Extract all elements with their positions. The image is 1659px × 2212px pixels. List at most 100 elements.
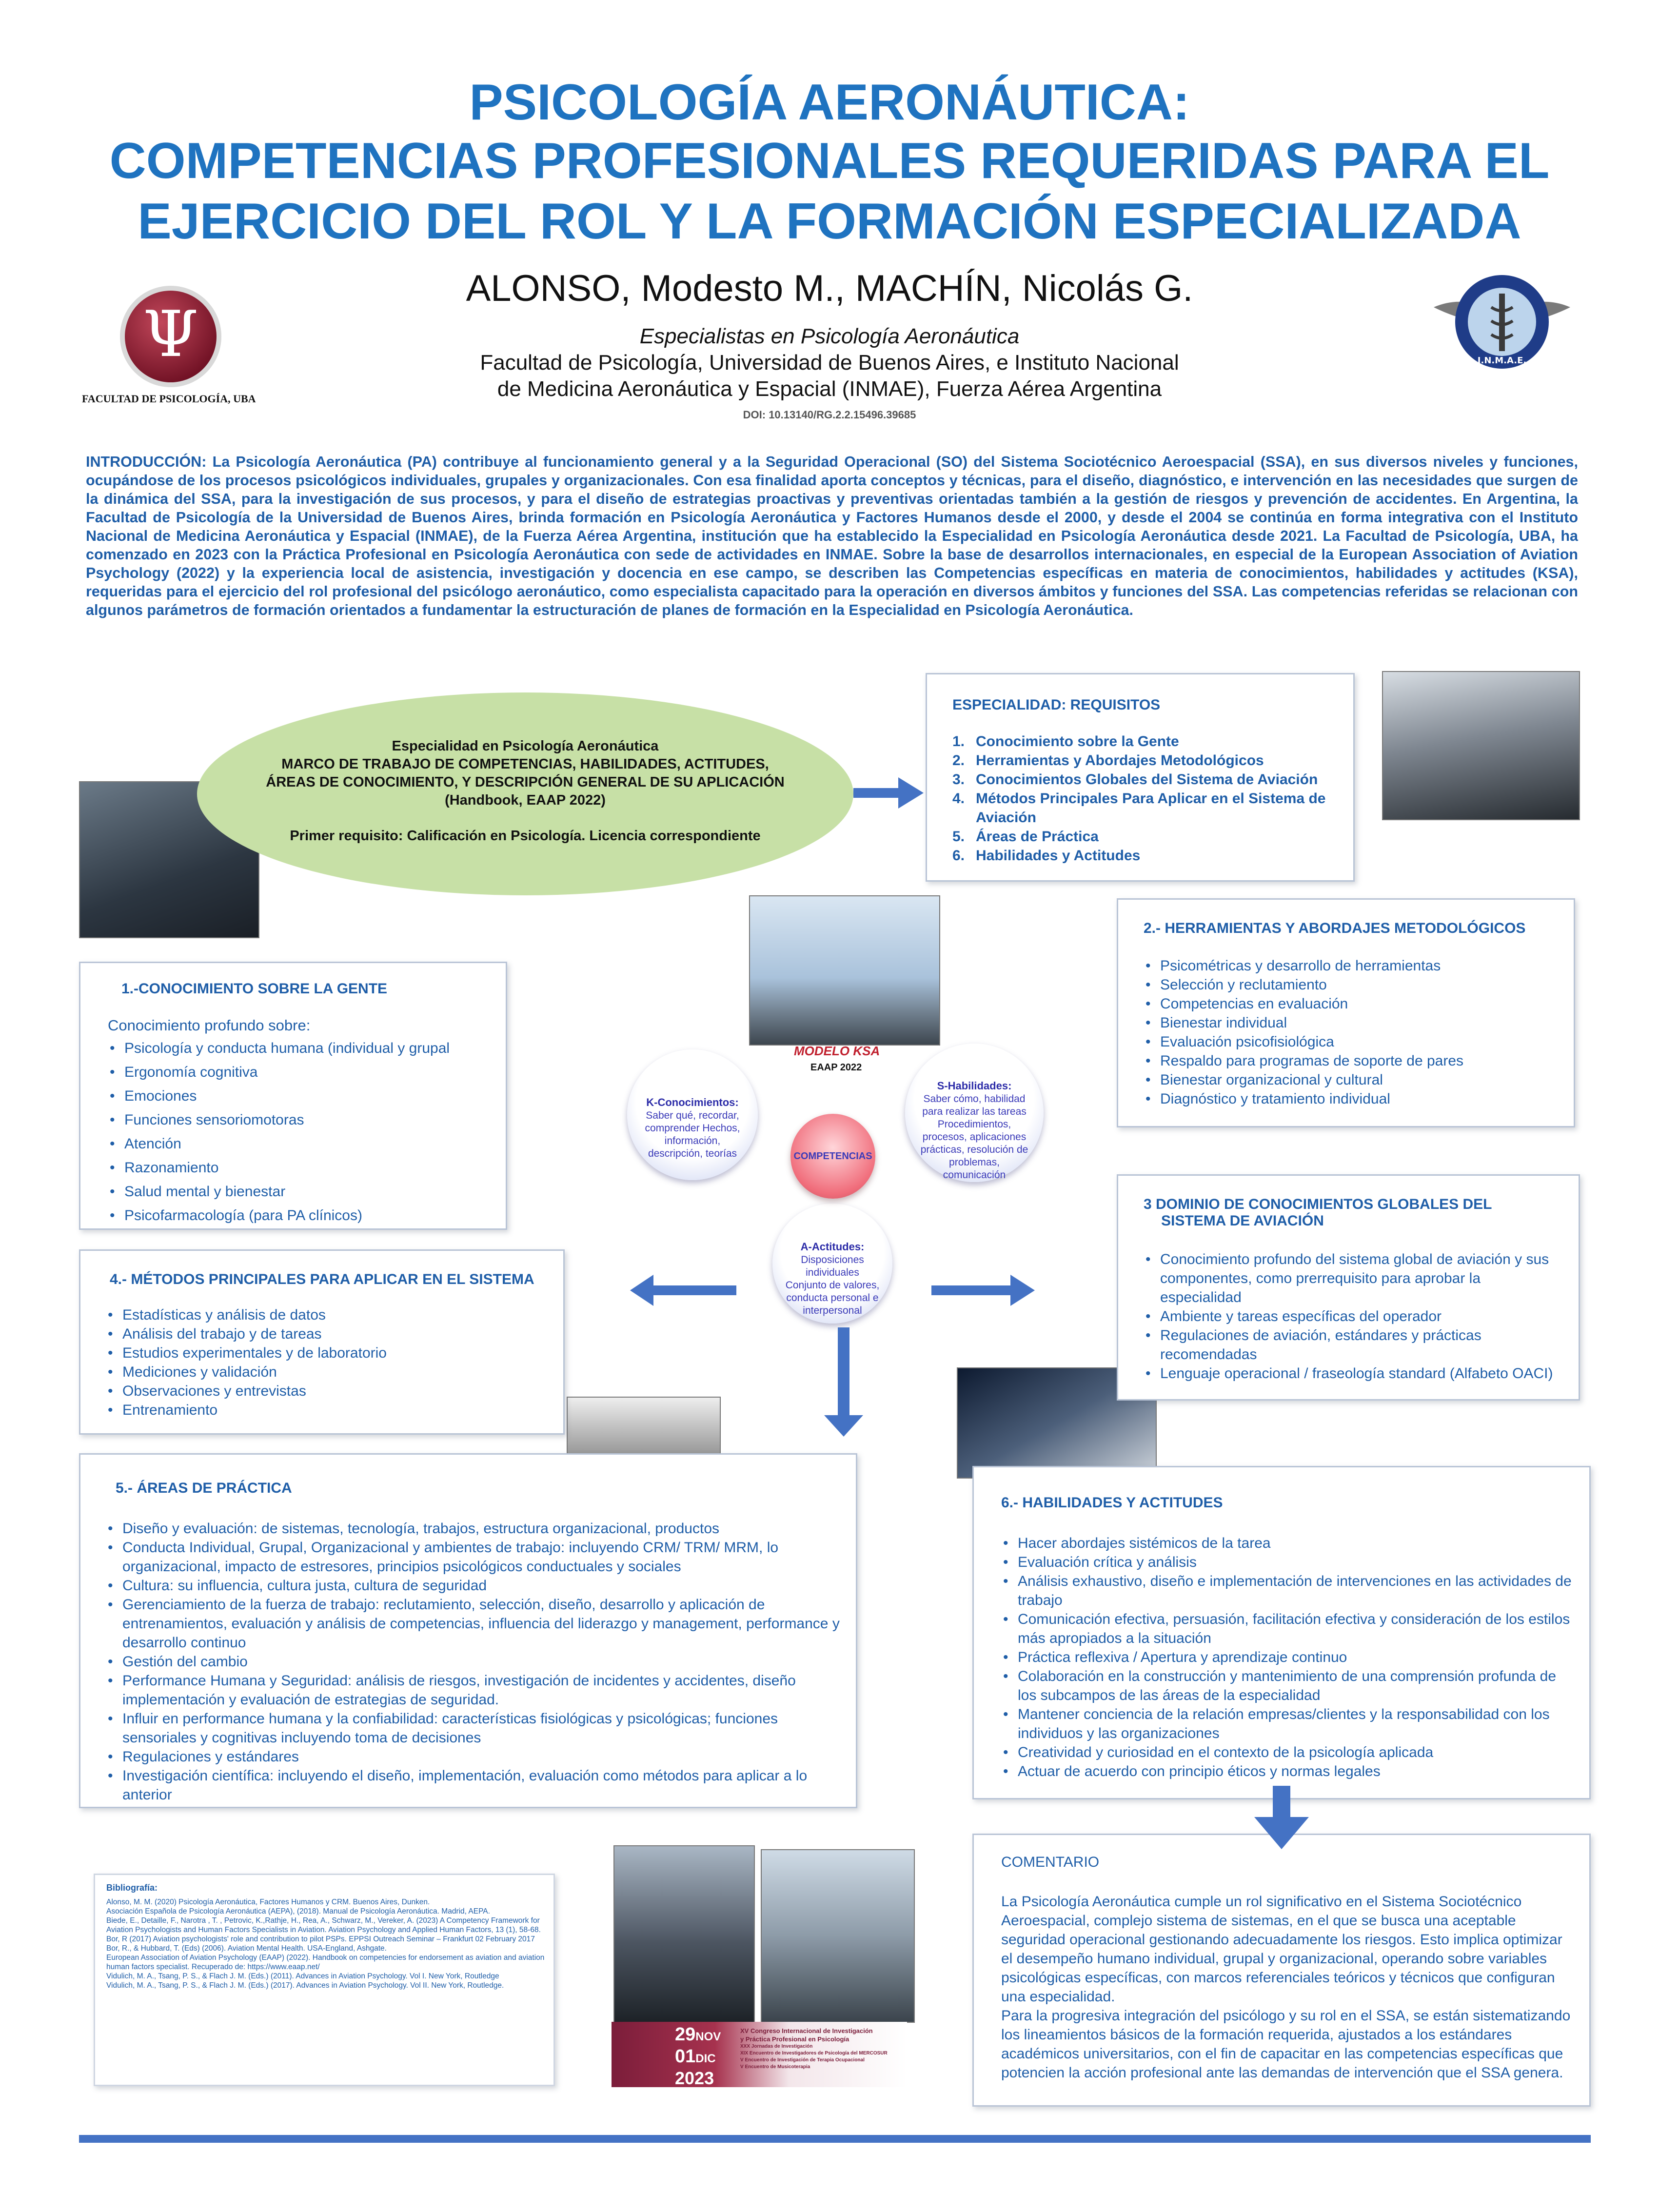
- areas-list: Diseño y evaluación: de sistemas, tecnol…: [106, 1519, 841, 1804]
- habilidades-title: 6.- HABILIDADES Y ACTITUDES: [1001, 1495, 1223, 1511]
- conocimiento-intro: Conocimiento profundo sobre:: [108, 1017, 311, 1034]
- list-item: Hacer abordajes sistémicos de la tarea: [1001, 1534, 1575, 1553]
- list-item: Psicofarmacología (para PA clínicos): [108, 1204, 491, 1227]
- ksa-sub: EAAP 2022: [810, 1062, 862, 1073]
- list-item: Diseño y evaluación: de sistemas, tecnol…: [106, 1519, 841, 1538]
- habilidades-list: Hacer abordajes sistémicos de la tarea E…: [1001, 1534, 1575, 1781]
- ellipse-line-2: MARCO DE TRABAJO DE COMPETENCIAS, HABILI…: [281, 756, 769, 772]
- list-item: Estudios experimentales y de laboratorio: [106, 1343, 549, 1363]
- list-item: Conducta Individual, Grupal, Organizacio…: [106, 1538, 841, 1576]
- comentario-box: COMENTARIO La Psicología Aeronáutica cum…: [972, 1834, 1591, 2107]
- psi-logo-icon: Ψ: [117, 283, 224, 390]
- list-item: Bienestar organizacional y cultural: [1144, 1070, 1559, 1089]
- ksa-a-text: Disposiciones individuales Conjunto de v…: [785, 1254, 880, 1316]
- congreso-banner: 29NOV 01DIC 2023 XV Congreso Internacion…: [612, 2022, 907, 2087]
- ksa-a-circle: A-Actitudes: Disposiciones individuales …: [772, 1204, 892, 1323]
- list-item: Lenguaje operacional / fraseología stand…: [1144, 1364, 1564, 1383]
- herramientas-list: Psicométricas y desarrollo de herramient…: [1144, 956, 1559, 1108]
- congreso-month2: DIC: [695, 2052, 716, 2065]
- arrow-down-icon: [1254, 1786, 1309, 1849]
- congreso-line-5: V Encuentro de Investigación de Terapia …: [740, 2057, 865, 2063]
- ksa-s-text: Saber cómo, habilidad para realizar las …: [920, 1093, 1028, 1181]
- congreso-line-6: V Encuentro de Musicoterapia: [740, 2064, 810, 2070]
- title-line-3: EJERCICIO DEL ROL Y LA FORMACIÓN ESPECIA…: [138, 193, 1521, 250]
- affiliation-role: Especialistas en Psicología Aeronáutica: [639, 324, 1020, 348]
- list-item: Ergonomía cognitiva: [108, 1060, 491, 1084]
- list-item: Selección y reclutamiento: [1144, 975, 1559, 994]
- requisitos-item: 1.Conocimiento sobre la Gente: [952, 733, 1179, 750]
- cockpit-panel-photo: [1382, 671, 1580, 820]
- arrow-down-icon: [824, 1327, 863, 1437]
- areas-box: 5.- ÁREAS DE PRÁCTICA Diseño y evaluació…: [79, 1453, 857, 1808]
- list-item: Entrenamiento: [106, 1401, 549, 1420]
- list-item: Influir en performance humana y la confi…: [106, 1709, 841, 1747]
- requisitos-title: ESPECIALIDAD: REQUISITOS: [952, 697, 1161, 713]
- ksa-k-circle: K-Conocimientos: Saber qué, recordar, co…: [627, 1049, 758, 1180]
- dominio-box: 3 DOMINIO DE CONOCIMIENTOS GLOBALES DEL …: [1117, 1174, 1580, 1401]
- requisitos-item: 5.Áreas de Práctica: [952, 829, 1099, 845]
- list-item: Regulaciones de aviación, estándares y p…: [1144, 1326, 1564, 1364]
- ksa-s-circle: S-Habilidades: Saber cómo, habilidad par…: [905, 1044, 1044, 1182]
- conocimiento-box: 1.-CONOCIMIENTO SOBRE LA GENTE Conocimie…: [79, 962, 507, 1230]
- list-item: Psicología y conducta humana (individual…: [108, 1036, 491, 1060]
- conocimiento-list: Psicología y conducta humana (individual…: [108, 1036, 491, 1227]
- list-item: Colaboración en la construcción y manten…: [1001, 1667, 1575, 1705]
- list-item: Funciones sensoriomotoras: [108, 1108, 491, 1132]
- list-item: Bienestar individual: [1144, 1013, 1559, 1032]
- list-item: Evaluación crítica y análisis: [1001, 1553, 1575, 1572]
- arrow-right-icon: [853, 777, 924, 809]
- affiliation-line-2: de Medicina Aeronáutica y Espacial (INMA…: [497, 377, 1162, 401]
- requisitos-item: 4.Métodos Principales Para Aplicar en el…: [952, 790, 1326, 826]
- inmae-text: I.N.M.A.E.: [1478, 356, 1526, 366]
- dominio-title-2: SISTEMA DE AVIACIÓN: [1161, 1213, 1324, 1229]
- list-item: Diagnóstico y tratamiento individual: [1144, 1089, 1559, 1108]
- list-item: Regulaciones y estándares: [106, 1747, 841, 1766]
- ellipse-line-1: Especialidad en Psicología Aeronáutica: [392, 738, 659, 754]
- list-item: Comunicación efectiva, persuasión, facil…: [1001, 1610, 1575, 1648]
- congreso-line-2: y Práctica Profesional en Psicología: [740, 2035, 849, 2043]
- title-line-1: PSICOLOGÍA AERONÁUTICA:: [469, 74, 1190, 131]
- list-item: Investigación científica: incluyendo el …: [106, 1766, 841, 1804]
- bib-item: European Association of Aviation Psychol…: [106, 1954, 545, 1971]
- ellipse-line-3: ÁREAS DE CONOCIMIENTO, Y DESCRIPCIÓN GEN…: [266, 774, 785, 790]
- uba-caption: FACULTAD DE PSICOLOGÍA, UBA: [82, 393, 256, 405]
- list-item: Cultura: su influencia, cultura justa, c…: [106, 1576, 841, 1595]
- ksa-a-title: A-Actitudes:: [800, 1241, 865, 1253]
- comentario-p1: La Psicología Aeronáutica cumple un rol …: [1001, 1894, 1562, 2005]
- ksa-s-title: S-Habilidades:: [937, 1080, 1012, 1092]
- requisitos-box: ESPECIALIDAD: REQUISITOS 1.Conocimiento …: [926, 673, 1355, 882]
- list-item: Gerenciamiento de la fuerza de trabajo: …: [106, 1595, 841, 1652]
- framework-ellipse: Especialidad en Psicología Aeronáutica M…: [197, 692, 853, 895]
- list-item: Observaciones y entrevistas: [106, 1382, 549, 1401]
- ksa-k-title: K-Conocimientos:: [646, 1096, 739, 1108]
- congreso-line-3: XXX Jornadas de Investigación: [740, 2044, 813, 2049]
- bib-item: Bor, R (2017) Aviation psychologists' ro…: [106, 1935, 535, 1943]
- bibliografia-title: Bibliografía:: [106, 1883, 158, 1893]
- ellipse-line-5: Primer requisito: Calificación en Psicol…: [290, 828, 761, 844]
- metodos-list: Estadísticas y análisis de datos Análisi…: [106, 1305, 549, 1420]
- list-item: Psicométricas y desarrollo de herramient…: [1144, 956, 1559, 975]
- fighter-pilot-photo: [613, 1845, 755, 2023]
- competencias-center: COMPETENCIAS: [790, 1114, 875, 1199]
- requisitos-list: 1.Conocimiento sobre la Gente 2.Herramie…: [952, 732, 1339, 865]
- list-item: Análisis exhaustivo, diseño e implementa…: [1001, 1572, 1575, 1610]
- list-item: Respaldo para programas de soporte de pa…: [1144, 1051, 1559, 1070]
- areas-title: 5.- ÁREAS DE PRÁCTICA: [116, 1480, 292, 1496]
- congreso-day2: 01: [675, 2046, 696, 2067]
- requisitos-item: 3.Conocimientos Globales del Sistema de …: [952, 771, 1318, 788]
- svg-text:Ψ: Ψ: [143, 297, 198, 371]
- list-item: Evaluación psicofisiológica: [1144, 1032, 1559, 1051]
- bib-item: Vidulich, M. A., Tsang, P. S., & Flach J…: [106, 1972, 499, 1980]
- footer-bar: [79, 2135, 1591, 2143]
- bib-item: Alonso, M. M. (2020) Psicología Aeronáut…: [106, 1898, 430, 1906]
- ksa-k-text: Saber qué, recordar, comprender Hechos, …: [645, 1110, 740, 1159]
- congreso-year: 2023: [675, 2068, 714, 2088]
- airport-tower-photo: [749, 895, 940, 1046]
- requisitos-item: 6.Habilidades y Actitudes: [952, 848, 1141, 864]
- list-item: Análisis del trabajo y de tareas: [106, 1324, 549, 1343]
- list-item: Performance Humana y Seguridad: análisis…: [106, 1671, 841, 1709]
- congreso-day1: 29: [675, 2024, 696, 2045]
- bib-item: Biede, E., Detaille, F., Narotra , T. , …: [106, 1916, 541, 1934]
- ksa-label: MODELO KSA: [794, 1044, 880, 1058]
